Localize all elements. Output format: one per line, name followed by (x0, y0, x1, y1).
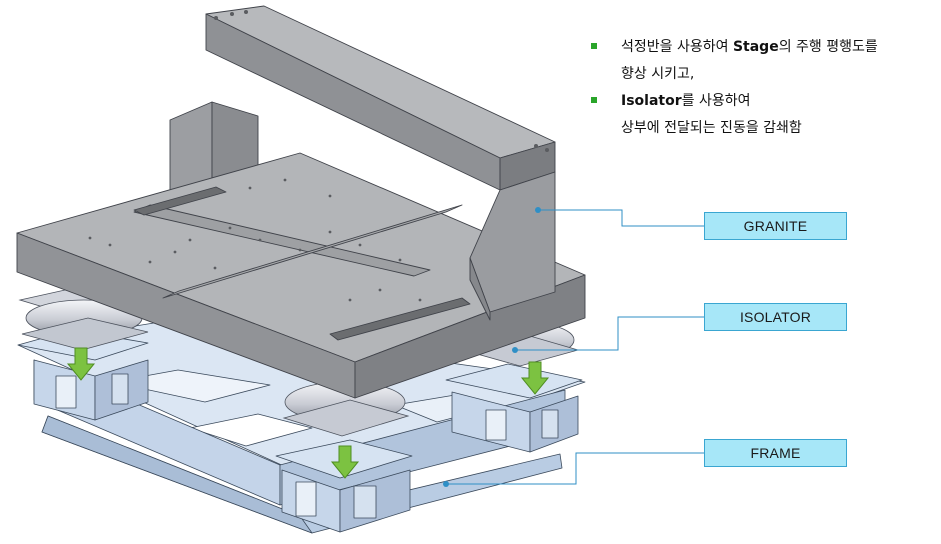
granite-slot-right (329, 297, 471, 341)
gantry-post-front (469, 171, 556, 313)
granite-slot-left (133, 186, 227, 216)
bullet-square-icon (591, 97, 597, 103)
bullet-item-1-line-2: 향상 시키고, (621, 66, 695, 82)
isolators (18, 283, 580, 437)
granite-groove-2 (162, 204, 463, 299)
granite-structure (16, 5, 586, 399)
leader-dots (443, 207, 541, 487)
callout-granite: GRANITE (704, 212, 847, 240)
leader-lines (446, 209, 704, 485)
bullet-item-1-line-1: 석정반을 사용하여 Stage의 주행 평행도를 (590, 34, 940, 61)
frame-post-right-top (445, 363, 583, 399)
load-arrows (66, 347, 550, 479)
bullet-square-icon (591, 43, 597, 49)
callout-isolator: ISOLATOR (704, 303, 847, 331)
leader-frame (446, 452, 704, 485)
callout-frame: FRAME (704, 439, 847, 467)
leader-granite (538, 209, 704, 227)
bullet-item-2-line-1: Isolator를 사용하여 (590, 88, 940, 115)
isolator-left (18, 283, 152, 351)
leader-isolator (515, 316, 704, 351)
arrow-center-icon (330, 445, 360, 479)
arrow-left-icon (66, 347, 96, 381)
description-bullets: 석정반을 사용하여 Stage의 주행 평행도를 향상 시키고, Isolato… (590, 34, 940, 142)
bullet-item-2-line-2: 상부에 전달되는 진동을 감쇄함 (621, 120, 802, 136)
frame-inner-opening-left (111, 369, 271, 403)
arrow-right-icon (520, 361, 550, 395)
granite-holes (88, 10, 549, 302)
frame-inner-opening-center (189, 413, 313, 447)
